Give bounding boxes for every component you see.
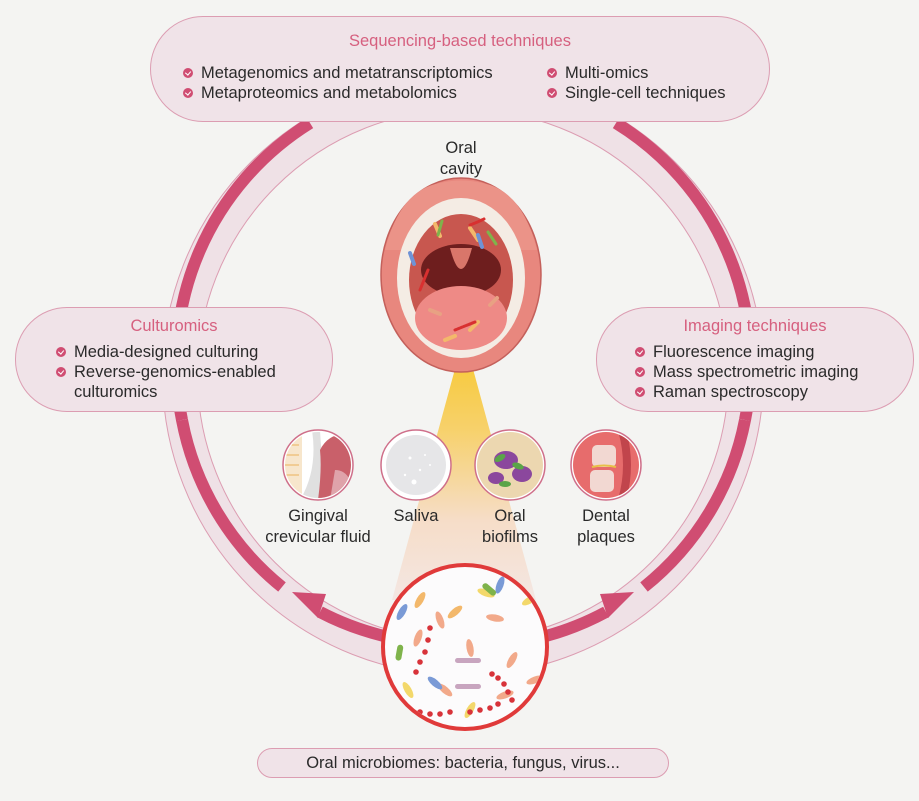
sample-icons	[282, 429, 642, 501]
microbe-coccus	[447, 709, 453, 715]
sample-label-gingival: Gingival crevicular fluid	[265, 507, 371, 546]
microbe-coccus	[495, 675, 501, 681]
list-item: Raman spectroscopy	[635, 382, 858, 402]
microbe-coccus	[417, 659, 423, 665]
check-icon	[547, 68, 557, 78]
sample-label-plaques: Dental plaques	[577, 507, 635, 546]
list-item: Media-designed culturing	[56, 342, 276, 362]
dental-plaques-icon	[570, 429, 642, 501]
oral-microbiomes-text: Oral microbiomes: bacteria, fungus, viru…	[306, 754, 620, 772]
microbe-coccus	[477, 707, 483, 713]
arrow-head-right-icon	[600, 592, 634, 618]
microbe-rod	[477, 588, 495, 598]
sequencing-techniques-box: Sequencing-based techniques Metagenomics…	[150, 16, 770, 122]
check-icon	[547, 88, 557, 98]
list-item: Metaproteomics and metabolomics	[183, 83, 493, 103]
microbiome-illustration	[381, 563, 549, 731]
microbe-flagellated	[482, 583, 497, 596]
imaging-techniques-box: Imaging techniques Fluorescence imaging …	[596, 307, 914, 412]
sequencing-techniques-title: Sequencing-based techniques	[348, 32, 571, 50]
microbe-coccus	[427, 625, 433, 631]
microbe-flagellated	[395, 644, 404, 661]
imaging-techniques-title: Imaging techniques	[683, 317, 827, 335]
microbe-rod	[506, 652, 518, 668]
list-item: Mass spectrometric imaging	[635, 362, 858, 382]
oral-cavity-illustration	[380, 177, 542, 373]
list-item: Single-cell techniques	[547, 83, 726, 103]
list-item: Reverse-genomics-enabled	[56, 362, 276, 382]
oral-biofilms-icon	[474, 429, 546, 501]
microbe-rod	[413, 629, 423, 647]
microbe-filament	[455, 658, 481, 663]
list-item: Fluorescence imaging	[635, 342, 858, 362]
check-icon	[635, 387, 645, 397]
list-item-continuation: culturomics	[74, 383, 158, 401]
microbe-rod	[427, 676, 443, 690]
microbe-rod	[402, 682, 414, 698]
check-icon	[635, 347, 645, 357]
microbe-filament	[455, 684, 481, 689]
gingival-crevicular-fluid-icon	[282, 429, 354, 501]
list-item: Multi-omics	[547, 63, 726, 83]
microbe-coccus	[489, 671, 495, 677]
sample-label-saliva: Saliva	[393, 507, 439, 525]
microbe-coccus	[422, 649, 428, 655]
focus-beam	[392, 336, 536, 600]
microbe-rod	[435, 611, 445, 629]
check-icon	[183, 68, 193, 78]
check-icon	[635, 367, 645, 377]
microbe-rod	[495, 576, 505, 594]
microbe-coccus	[501, 681, 507, 687]
microbe-rod	[396, 604, 408, 620]
microbe-coccus	[437, 711, 443, 717]
microbe-coccus	[427, 711, 433, 717]
microbe-coccus	[495, 701, 501, 707]
culturomics-box: Culturomics Media-designed culturing Rev…	[15, 307, 333, 412]
oral-microbiomes-banner: Oral microbiomes: bacteria, fungus, viru…	[257, 748, 669, 778]
saliva-icon	[380, 429, 452, 501]
list-item: Metagenomics and metatranscriptomics	[183, 63, 493, 83]
sample-label-biofilms: Oral biofilms	[482, 507, 538, 546]
culturomics-title: Culturomics	[130, 317, 218, 335]
microbe-coccus	[467, 709, 473, 715]
microbe-rod	[466, 639, 474, 657]
microbe-coccus	[509, 697, 515, 703]
ring-arc-right	[640, 418, 751, 592]
ring-arc-left	[176, 418, 286, 592]
microbe-coccus	[505, 689, 511, 695]
microbe-coccus	[487, 705, 493, 711]
check-icon	[183, 88, 193, 98]
microbe-rod	[447, 605, 463, 619]
arrow-head-left-icon	[292, 592, 326, 618]
microbe-coccus	[413, 669, 419, 675]
microbe-coccus	[425, 637, 431, 643]
oral-cavity-label: Oral cavity	[439, 139, 483, 178]
check-icon	[56, 367, 66, 377]
microbe-rod	[486, 614, 504, 622]
microbe-rod	[414, 592, 426, 608]
check-icon	[56, 347, 66, 357]
ring-arc-bottom-left	[317, 606, 386, 642]
